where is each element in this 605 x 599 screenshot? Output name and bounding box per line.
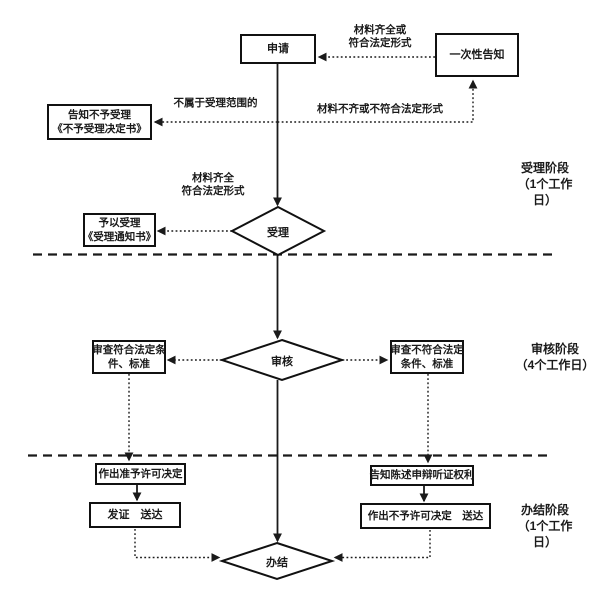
review-diamond-label: 审核 [271, 356, 293, 368]
accept-notice-line2: 《受理通知书》 [82, 231, 157, 243]
materials-incomplete-label: 材料不齐或不符合法定形式 [317, 103, 443, 115]
deny-decision-label: 作出不予许可决定 送达 [367, 509, 484, 522]
apply-label: 申请 [267, 42, 289, 55]
grant-decision-label: 作出准予许可决定 [98, 467, 183, 480]
complete-diamond [218, 541, 336, 581]
stage-accept-line3: 日） [532, 193, 557, 208]
stage-complete-line3: 日） [532, 535, 557, 550]
accept-diamond-label: 受理 [267, 227, 289, 239]
materials-complete-mid-line2: 符合法定形式 [181, 185, 245, 198]
materials-complete-top-line1: 材料齐全或 [353, 24, 407, 36]
grant-decision-box: 作出准予许可决定 [95, 463, 186, 485]
dotted-issue-to-complete [134, 529, 221, 562]
stage-review-line2: （4个工作日） [515, 358, 595, 373]
review-pass-line2: 件、标准 [108, 358, 150, 370]
out-of-scope-label: 不属于受理范围的 [173, 97, 258, 109]
review-fail-box: 审查不符合法定 条件、标准 [390, 340, 464, 374]
stage-complete-label: 办结阶段 （1个工作 日） [500, 502, 590, 551]
accept-notice-line1: 予以受理 [98, 216, 141, 229]
materials-complete-top-line2: 符合法定形式 [348, 37, 412, 50]
one-time-notice-label: 一次性告知 [449, 48, 505, 61]
stage-complete-line2: （1个工作 [517, 519, 573, 534]
stage-accept-line1: 受理阶段 [520, 161, 569, 175]
accept-diamond [229, 205, 327, 257]
accept-notice-box: 予以受理 《受理通知书》 [83, 213, 156, 247]
issue-deliver-label: 发证 送达 [107, 508, 163, 521]
one-time-notice-box: 一次性告知 [435, 33, 519, 77]
hearing-rights-box: 告知陈述申辩听证权利 [369, 465, 475, 486]
issue-deliver-box: 发证 送达 [89, 502, 181, 528]
reject-notice-line1: 告知不予受理 [68, 108, 131, 121]
dotted-deny-to-complete [333, 530, 431, 562]
materials-complete-top-label: 材料齐全或 符合法定形式 [335, 24, 425, 50]
reject-notice-line2: 《不予受理决定书》 [52, 123, 147, 135]
dotted-to-onetime-notice [277, 79, 478, 123]
hearing-rights-label: 告知陈述申辩听证权利 [369, 469, 475, 482]
review-fail-line2: 条件、标准 [400, 358, 454, 370]
review-fail-line1: 审查不符合法定 [390, 343, 464, 356]
stage-complete-line1: 办结阶段 [520, 503, 569, 517]
deny-decision-box: 作出不予许可决定 送达 [360, 503, 491, 529]
reject-notice-box: 告知不予受理 《不予受理决定书》 [47, 104, 152, 140]
stage-accept-label: 受理阶段 （1个工作 日） [500, 160, 590, 209]
complete-diamond-label: 办结 [266, 557, 288, 569]
materials-complete-mid-line1: 材料齐全 [192, 172, 234, 184]
review-diamond [218, 338, 346, 382]
review-pass-line1: 审查符合法定条 [92, 343, 166, 356]
stage-review-line1: 审核阶段 [530, 342, 579, 356]
review-pass-box: 审查符合法定条 件、标准 [92, 340, 166, 374]
materials-complete-mid-label: 材料齐全 符合法定形式 [175, 172, 251, 198]
stage-review-label: 审核阶段 （4个工作日） [505, 341, 605, 373]
stage-accept-line2: （1个工作 [517, 177, 573, 192]
apply-box: 申请 [240, 34, 316, 64]
